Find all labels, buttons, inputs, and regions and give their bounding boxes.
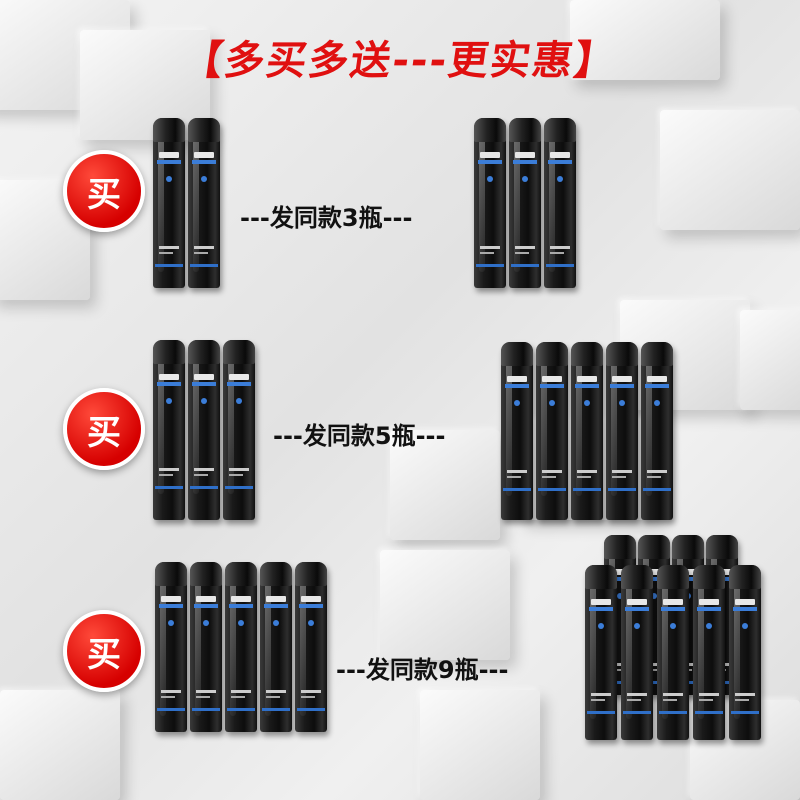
spray-can (225, 562, 257, 732)
background-block (620, 300, 750, 410)
buy-badge: 买 (63, 150, 145, 232)
buy-badge: 买 (63, 610, 145, 692)
spray-can (536, 342, 568, 520)
spray-can (606, 342, 638, 520)
spray-can (223, 340, 255, 520)
spray-can (657, 565, 689, 740)
buy-badge: 买 (63, 388, 145, 470)
spray-can (474, 118, 506, 288)
background-block (390, 430, 500, 540)
spray-can (509, 118, 541, 288)
spray-can (260, 562, 292, 732)
spray-can (544, 118, 576, 288)
background-block (740, 310, 800, 410)
offer-send-text: ---发同款5瓶--- (273, 422, 446, 450)
spray-can (641, 342, 673, 520)
spray-can (153, 340, 185, 520)
spray-can (585, 565, 617, 740)
spray-can (190, 562, 222, 732)
spray-can (571, 342, 603, 520)
background-block (570, 0, 720, 80)
offer-send-text: ---发同款3瓶--- (240, 204, 413, 232)
background-block (0, 690, 120, 800)
spray-can (188, 118, 220, 288)
page-title: 【多买多送---更实惠】 (179, 38, 620, 84)
spray-can (153, 118, 185, 288)
spray-can (188, 340, 220, 520)
spray-can (621, 565, 653, 740)
spray-can (729, 565, 761, 740)
offer-send-text: ---发同款9瓶--- (336, 656, 509, 684)
background-block (420, 690, 540, 800)
background-block (380, 550, 510, 660)
spray-can (501, 342, 533, 520)
background-block (660, 110, 800, 230)
spray-can (295, 562, 327, 732)
spray-can (693, 565, 725, 740)
spray-can (155, 562, 187, 732)
